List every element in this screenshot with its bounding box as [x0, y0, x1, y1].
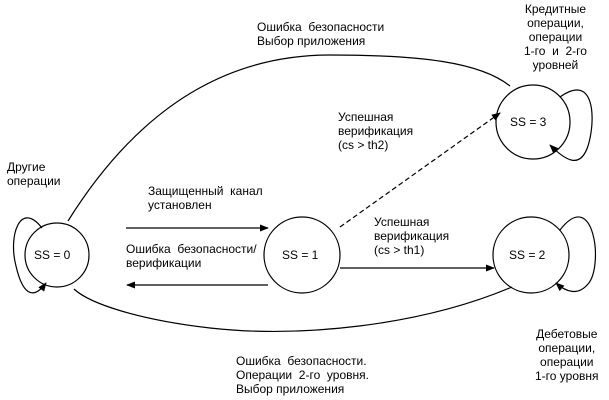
- self-loop-ss0: [12, 217, 47, 294]
- label-bottom-arc: Ошибка безопасности. Операции 2-го уровн…: [236, 354, 369, 396]
- label-top-arc: Ошибка безопасности Выбор приложения: [257, 20, 385, 48]
- self-loop-ss3: [549, 89, 593, 161]
- state-ss3-label: SS = 3: [510, 115, 547, 129]
- label-debit-operations: Дебетовые операции, операции 1-го уровня: [535, 327, 599, 383]
- arc-ss2-to-ss0: [73, 286, 513, 332]
- self-loop-ss2: [555, 216, 597, 292]
- label-secure-channel: Защищенный канал установлен: [148, 184, 263, 212]
- state-ss3-circle: [495, 84, 571, 160]
- arc-ss0-to-ss3: [67, 54, 511, 222]
- state-ss2-circle: [492, 216, 570, 294]
- state-ss1-circle: [263, 216, 341, 294]
- state-ss1-label: SS = 1: [282, 248, 319, 262]
- state-ss2-label: SS = 2: [509, 248, 546, 262]
- label-back-to-ss0: Ошибка безопасности/ верификации: [126, 242, 257, 270]
- state-ss0-circle: [24, 222, 90, 288]
- state-ss0-label: SS = 0: [34, 248, 71, 262]
- label-other-operations: Другие операции: [7, 160, 61, 188]
- label-to-ss2: Успешная верификация (cs > th1): [374, 215, 450, 257]
- arrow-ss1-to-ss3: [339, 112, 501, 228]
- label-to-ss3: Успешная верификация (cs > th2): [338, 110, 414, 152]
- label-credit-operations: Кредитные операции, операции 1-го и 2-го…: [524, 2, 587, 72]
